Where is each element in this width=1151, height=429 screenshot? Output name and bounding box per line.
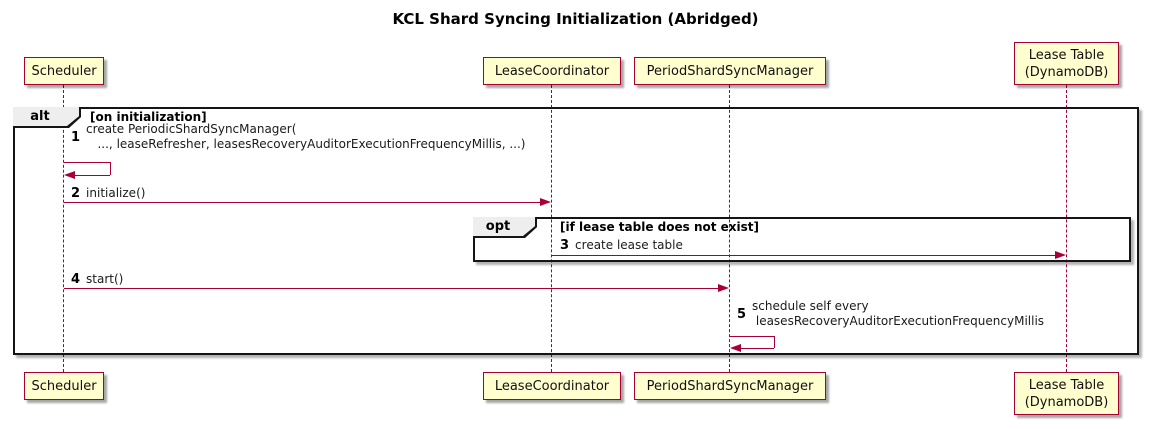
message-4-arrowhead	[718, 284, 729, 292]
message-3-arrowhead	[1055, 251, 1066, 259]
opt-keyword: opt	[473, 217, 535, 236]
message-1-arrowhead	[64, 171, 75, 179]
participant-periodshardsyncmanager-top: PeriodShardSyncManager	[634, 57, 826, 85]
message-1-self-arrow-top	[64, 162, 110, 163]
alt-condition: [on initialization]	[90, 110, 207, 124]
participant-leasetable-top: Lease Table (DynamoDB)	[1014, 42, 1119, 85]
message-1-label: create PeriodicShardSyncManager( ..., le…	[86, 122, 526, 151]
lifeline-leasecoordinator	[551, 85, 552, 372]
alt-keyword: alt	[13, 107, 79, 126]
message-4-label: start()	[86, 272, 124, 286]
message-2-arrowhead	[540, 198, 551, 206]
message-2: 2 initialize()	[71, 186, 145, 201]
message-1: 1 create PeriodicShardSyncManager( ..., …	[71, 122, 525, 152]
message-1-number: 1	[71, 129, 81, 145]
lifeline-leasetable	[1066, 85, 1067, 372]
message-5-label: schedule self every leasesRecoveryAudito…	[752, 299, 1045, 328]
message-5: 5 schedule self every leasesRecoveryAudi…	[737, 299, 1044, 329]
message-1-self-arrow-bottom	[74, 175, 110, 176]
message-2-label: initialize()	[86, 186, 146, 200]
lifeline-periodshardsyncmanager	[729, 85, 730, 372]
message-5-number: 5	[737, 306, 747, 322]
message-5-self-arrow-side	[774, 336, 775, 348]
message-4: 4 start()	[71, 272, 123, 287]
message-3-label: create lease table	[575, 238, 683, 252]
message-1-self-arrow-side	[110, 162, 111, 175]
lifeline-scheduler	[63, 85, 64, 372]
participant-periodshardsyncmanager-bottom: PeriodShardSyncManager	[634, 372, 826, 400]
message-5-self-arrow-top	[730, 336, 774, 337]
message-5-arrowhead	[730, 344, 741, 352]
opt-frame-label: opt	[473, 217, 537, 238]
opt-condition: [if lease table does not exist]	[560, 220, 760, 234]
message-3: 3 create lease table	[560, 238, 683, 253]
diagram-title: KCL Shard Syncing Initialization (Abridg…	[392, 10, 759, 28]
opt-frame	[473, 217, 1131, 262]
participant-scheduler-bottom: Scheduler	[24, 372, 104, 400]
participant-leasecoordinator-bottom: LeaseCoordinator	[483, 372, 621, 400]
alt-frame-label: alt	[13, 107, 81, 128]
participant-scheduler-top: Scheduler	[24, 57, 104, 85]
message-2-number: 2	[71, 186, 81, 201]
message-3-number: 3	[560, 238, 570, 253]
message-4-number: 4	[71, 272, 81, 287]
alt-frame	[13, 107, 1139, 355]
message-5-self-arrow-bottom	[740, 348, 774, 349]
message-4-arrow-line	[64, 288, 720, 289]
participant-leasetable-bottom: Lease Table (DynamoDB)	[1014, 372, 1119, 415]
message-3-arrow-line	[552, 255, 1056, 256]
participant-leasecoordinator-top: LeaseCoordinator	[483, 57, 621, 85]
message-2-arrow-line	[64, 202, 542, 203]
